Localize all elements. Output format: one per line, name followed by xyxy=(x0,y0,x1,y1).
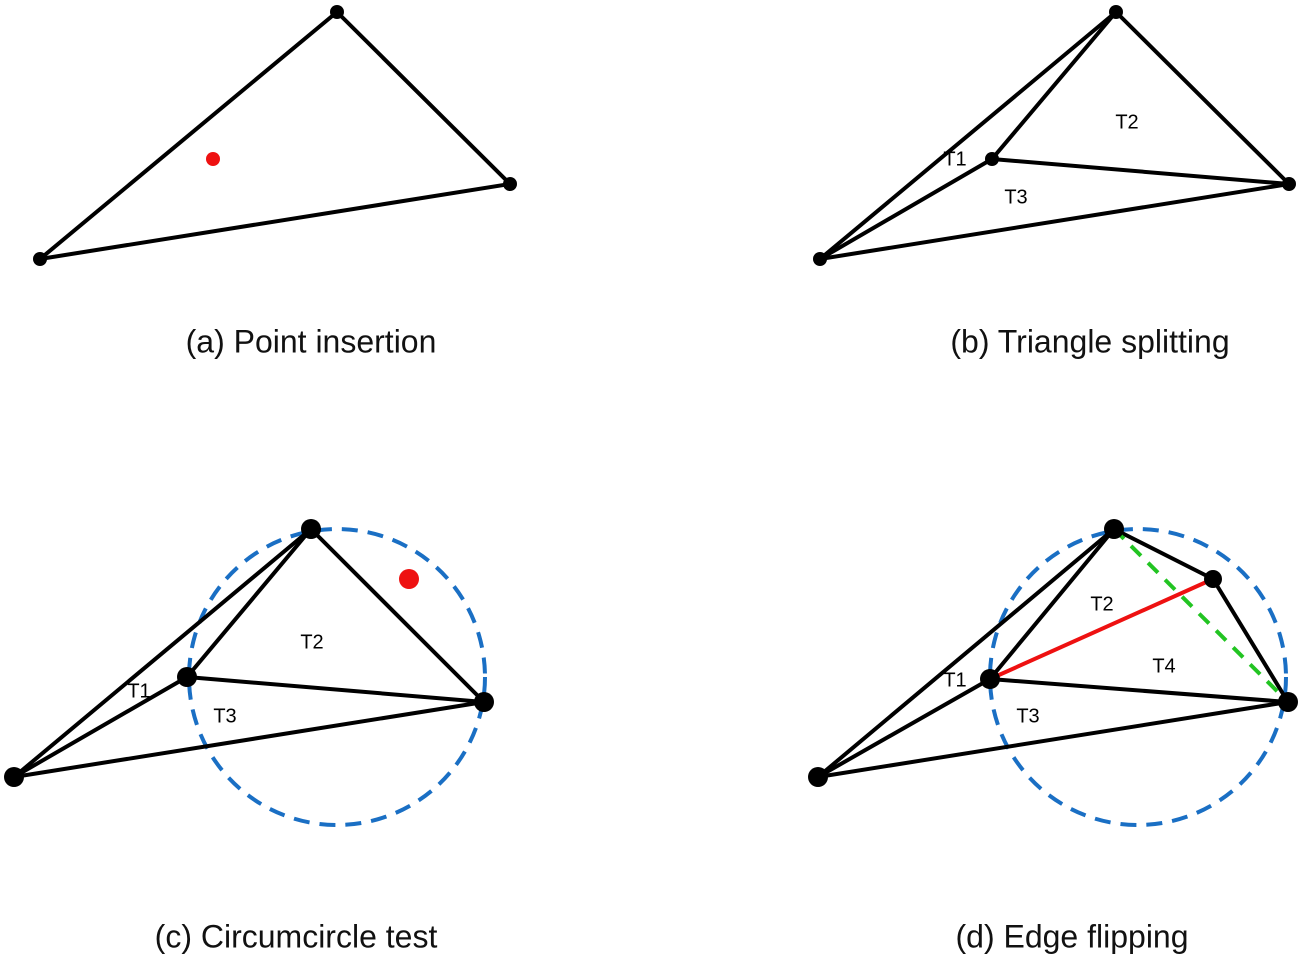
edge xyxy=(185,675,486,704)
inserted-point xyxy=(206,152,220,166)
caption-a: (a) Point insertion xyxy=(186,323,437,359)
edge xyxy=(818,10,1118,261)
circumcircle xyxy=(988,527,1288,827)
panel-a: (a) Point insertion xyxy=(33,5,517,359)
triangle-label: T2 xyxy=(1115,111,1138,133)
vertex xyxy=(1204,570,1222,588)
edge xyxy=(1211,577,1290,704)
edge xyxy=(988,527,1116,681)
vertex xyxy=(808,767,828,787)
edge xyxy=(38,182,512,261)
circumcircle xyxy=(187,527,487,827)
triangle-label: T3 xyxy=(1016,705,1039,727)
edge xyxy=(12,700,486,779)
triangle-label: T1 xyxy=(943,148,966,170)
vertex xyxy=(474,692,494,712)
edge xyxy=(988,677,1290,704)
vertex xyxy=(177,667,197,687)
vertex xyxy=(301,519,321,539)
edge xyxy=(990,157,1291,186)
vertex xyxy=(1104,519,1124,539)
edge xyxy=(816,700,1290,779)
caption-b: (b) Triangle splitting xyxy=(950,323,1229,359)
vertex xyxy=(980,669,1000,689)
vertex xyxy=(1282,177,1296,191)
edge xyxy=(12,527,313,779)
edge xyxy=(818,182,1291,261)
edge xyxy=(1114,10,1291,186)
vertex xyxy=(33,252,47,266)
new-edge xyxy=(988,577,1215,681)
triangle-label: T3 xyxy=(213,705,236,727)
triangle-label: T1 xyxy=(127,680,150,702)
edge xyxy=(309,527,486,704)
edge xyxy=(1112,527,1215,581)
vertex xyxy=(985,152,999,166)
edge xyxy=(816,677,992,779)
vertex xyxy=(503,177,517,191)
edge xyxy=(335,10,512,186)
vertex xyxy=(1278,692,1298,712)
triangle-label: T3 xyxy=(1004,186,1027,208)
caption-c: (c) Circumcircle test xyxy=(155,918,438,954)
panel-d: T1 T2 T3 T4 (d) Edge flipping xyxy=(808,519,1298,954)
vertex xyxy=(1109,5,1123,19)
vertex xyxy=(813,252,827,266)
caption-d: (d) Edge flipping xyxy=(955,918,1188,954)
triangle-label: T4 xyxy=(1152,655,1175,677)
test-point xyxy=(399,569,419,589)
edge xyxy=(816,527,1116,779)
edge xyxy=(990,10,1118,161)
panel-c: T1 T2 T3 (c) Circumcircle test xyxy=(4,519,494,954)
edge xyxy=(38,10,339,261)
vertex xyxy=(330,5,344,19)
edge xyxy=(12,675,189,779)
edge xyxy=(818,157,994,261)
triangle-label: T2 xyxy=(300,631,323,653)
triangle-label: T2 xyxy=(1090,593,1113,615)
triangle-label: T1 xyxy=(943,669,966,691)
edge xyxy=(185,527,313,679)
old-edge-dashed xyxy=(1112,527,1290,704)
vertex xyxy=(4,767,24,787)
panel-b: T1 T2 T3 (b) Triangle splitting xyxy=(813,5,1296,359)
